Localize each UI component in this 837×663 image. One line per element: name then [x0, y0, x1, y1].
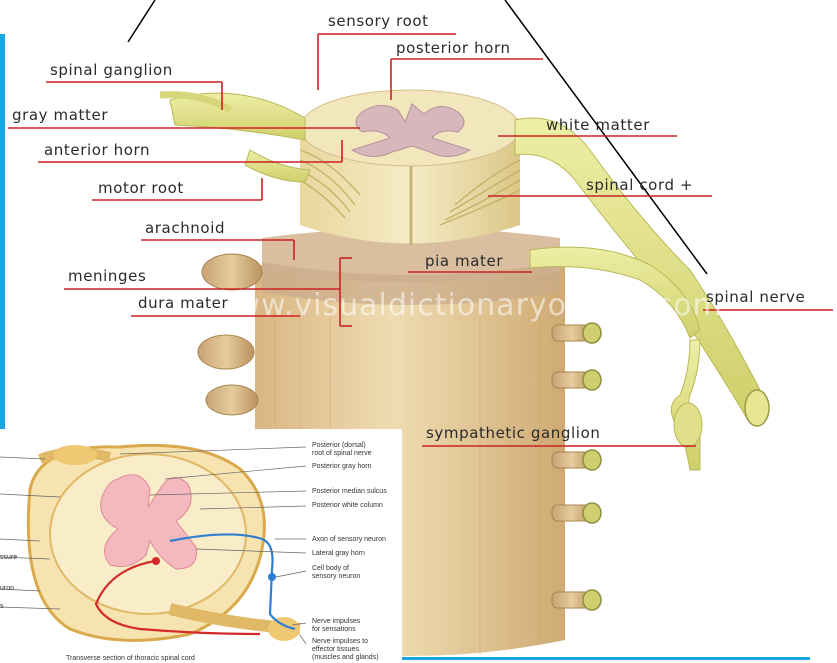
inset-label-posterior-white-column: Posterior white column [312, 502, 383, 510]
inset-dorsal-ganglion [53, 445, 97, 465]
inset-ganglion-lower [268, 617, 300, 641]
inset-label-lateral-gray-horn: Lateral gray horn [312, 550, 365, 558]
inset-caption: Transverse section of thoracic spinal co… [66, 655, 195, 663]
label-sympathetic-ganglion: sympathetic ganglion [426, 425, 600, 442]
label-dura-mater: dura mater [138, 295, 228, 312]
label-white-matter: white matter [546, 117, 650, 134]
watermark: www.visualdictionaryonline.com [210, 288, 723, 323]
inset-label-for-sensations: for sensations [312, 626, 356, 634]
inset-label-posterior-gray-horn: Posterior gray horn [312, 463, 372, 471]
label-pia-mater: pia mater [425, 253, 503, 270]
inset-label-axon-sensory: Axon of sensory neuron [312, 536, 386, 544]
label-arachnoid: arachnoid [145, 220, 225, 237]
inset-label-cell-body: Cell body of [312, 565, 349, 573]
inset-label-posterior-dorsal: Posterior (dorsal) [312, 442, 366, 450]
inset-label-posterior-median-sulcus: Posterior median sulcus [312, 488, 387, 496]
label-posterior-horn: posterior horn [396, 40, 511, 57]
label-motor-root: motor root [98, 180, 184, 197]
inset-label-muscles-glands: (muscles and glands) [312, 654, 379, 662]
label-spinal-ganglion: spinal ganglion [50, 62, 173, 79]
label-spinal-nerve: spinal nerve [706, 289, 805, 306]
label-anterior-horn: anterior horn [44, 142, 150, 159]
inset-label-left-fragment-3: s [0, 603, 4, 611]
inset-label-left-fragment-1: ssure [0, 554, 17, 562]
left-nerve-bundle [160, 93, 310, 182]
inset-label-root-spinal-nerve: root of spinal nerve [312, 450, 372, 458]
label-gray-matter: gray matter [12, 107, 108, 124]
inset-label-nerve-impulses: Nerve impulses [312, 618, 360, 626]
inset-label-effector-tissues: effector tissues [312, 646, 359, 654]
label-meninges: meninges [68, 268, 146, 285]
accent-border-left [0, 34, 5, 429]
inset-diagram: Posterior (dorsal) root of spinal nerve … [0, 429, 402, 663]
inset-label-left-fragment-2: uron [0, 585, 14, 593]
left-vertebral-processes [198, 254, 262, 415]
label-spinal-cord: spinal cord + [586, 177, 693, 194]
inset-label-nerve-impulses-to: Nerve impulses to [312, 638, 368, 646]
inset-label-sensory-neuron: sensory neuron [312, 573, 360, 581]
label-sensory-root: sensory root [328, 13, 429, 30]
accent-border-bottom [400, 657, 810, 660]
inset-motor-cell-body [152, 557, 160, 565]
inset-sensory-cell-body [268, 573, 276, 581]
